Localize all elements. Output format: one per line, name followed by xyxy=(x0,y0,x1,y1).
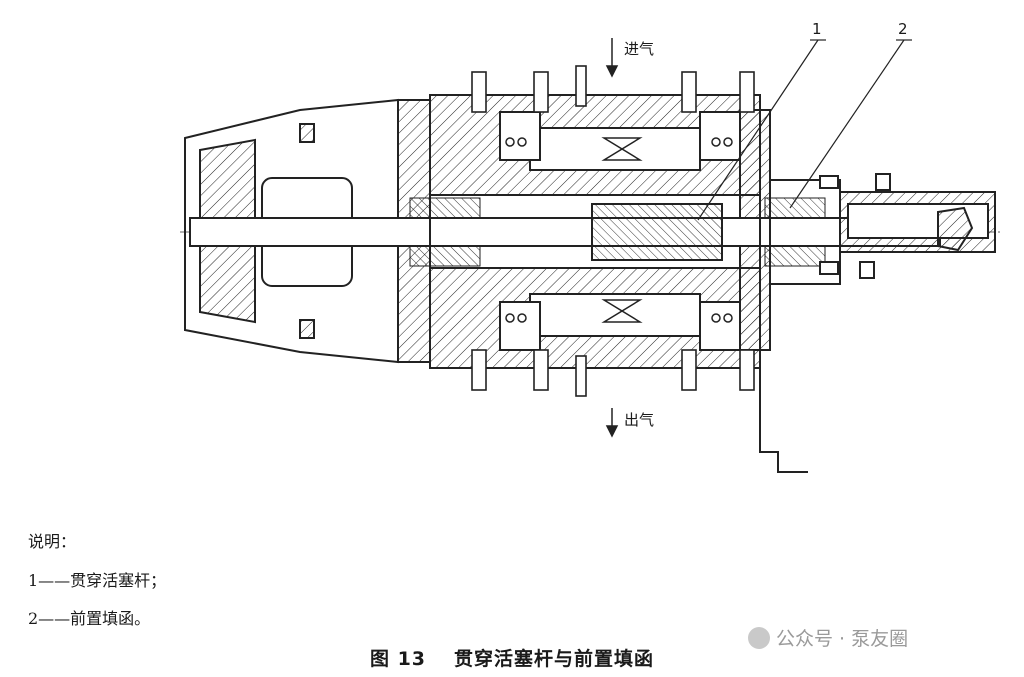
wechat-icon xyxy=(748,626,770,649)
front-stuffing-box xyxy=(769,173,996,285)
outlet-label: 出气 xyxy=(624,411,655,429)
callout-leaders xyxy=(697,39,912,221)
legend-item-2: 2——前置填函。 xyxy=(28,609,151,628)
figure-caption: 图 13 贯穿活塞杆与前置填函 xyxy=(0,644,1024,671)
figure-number: 图 13 xyxy=(369,648,427,670)
piston-rod xyxy=(189,194,941,269)
flow-arrows xyxy=(605,38,619,438)
drain-line xyxy=(759,350,808,473)
legend-item-1: 1——贯穿活塞杆； xyxy=(28,571,167,590)
legend-heading: 说明： xyxy=(28,532,77,551)
packing-rings xyxy=(409,197,826,267)
compressor-cross-section-drawing xyxy=(180,38,1000,473)
watermark-text: 公众号 · 泵友圈 xyxy=(776,628,909,650)
callout-1-label: 1 xyxy=(812,20,822,38)
inlet-label: 进气 xyxy=(624,40,655,58)
callout-2-label: 2 xyxy=(898,20,908,38)
watermark: 公众号 · 泵友圈 xyxy=(748,624,908,651)
bolts xyxy=(471,65,755,397)
figure-title: 贯穿活塞杆与前置填函 xyxy=(454,648,655,670)
valve-symbols xyxy=(505,137,733,323)
